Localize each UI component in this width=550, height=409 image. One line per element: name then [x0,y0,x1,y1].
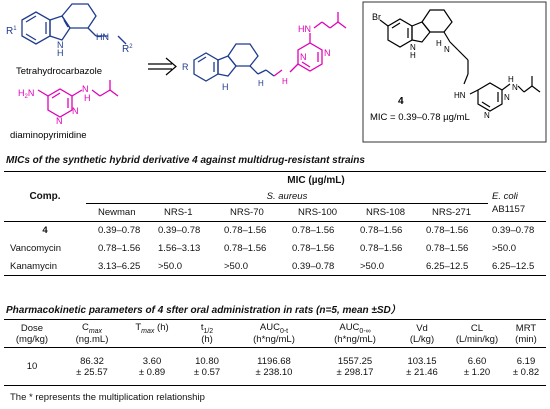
pk-dose: 10 [26,361,38,372]
row-name-kanamycin: Kanamycin [10,260,57,272]
header-dose: Dose(mg/kg) [15,322,49,345]
nh2-label-4: H [508,75,514,84]
strain-nrs271: NRS-271 [422,203,488,222]
diaminopyrimidine-structure [37,80,119,118]
table-cell: >50.0 [224,260,249,272]
mic-section-title: MICs of the synthetic hybrid derivative … [6,155,365,166]
header-cmax: Cmax(ng.mL) [75,321,109,346]
n-label-hybrid: N [324,48,331,58]
header-auc-0t: AUC0-t(h*ng/mL) [253,321,295,346]
diaminopyrimidine-label: diaminopyrimidine [10,130,87,141]
ecoli-strain: AB1157 [492,203,526,215]
chemical-scheme: R1 N H HN R2 Tetrahydrocarbazole H2N N N… [6,1,547,143]
table-cell: 0.78–1.56 [360,243,403,254]
header-tmax: Tmax (h) [135,321,169,335]
table-cell: 0.39–0.78 [492,225,535,237]
n2-label-hybrid: N [300,52,307,62]
table-cell: 0.39–0.78 [98,225,141,237]
table-cell: 0.78–1.56 [426,243,469,254]
pk-cmax: 86.32± 25.57 [76,355,108,378]
mic-table: Comp. MIC (µg/mL) S. aureus E. coli Newm… [4,171,546,276]
ecoli-header: E. coli [492,191,518,202]
header-auc-0inf: AUC0-∞(h*ng/mL) [334,321,376,346]
strain-nrs1: NRS-1 [154,203,220,222]
tetrahydrocarbazole-structure [21,3,127,45]
h-label-pyr: H [84,93,91,103]
r2-label: R2 [122,44,133,55]
header-thalf: t1/2(h) [200,321,214,346]
mic-header: MIC (µg/mL) [287,175,345,187]
n-label-4: N [444,45,450,54]
h-label-carbazole: H [57,48,64,58]
pk-table: Dose(mg/kg) Cmax(ng.mL) Tmax (h) t1/2(h)… [4,319,546,386]
strain-newman: Newman [86,203,154,222]
pk-thalf: 10.80± 0.57 [193,355,221,378]
header-cl: CL(L/min/kg) [455,322,499,345]
r-label-hybrid: R [182,62,189,72]
table-cell: >50.0 [360,260,385,272]
footnote: The * represents the multiplication rela… [10,392,205,403]
table-cell: 0.78–1.56 [224,225,267,237]
table-cell: 6.25–12.5 [492,260,535,272]
hn2-label-4: HN [454,91,466,100]
pk-section-title: Pharmacokinetic parameters of 4 ѕfter or… [6,305,401,316]
mic-label: MIC = 0.39–0.78 µg/mL [370,112,470,123]
pk-cl: 6.60± 1.20 [463,355,491,378]
n-label-pyr: N [56,116,63,126]
r1-label: R1 [6,26,17,37]
table-cell: 0.78–1.56 [426,225,469,237]
row-name-4: 4 [42,225,48,237]
table-cell: 0.78–1.56 [292,225,335,237]
nh-label-hybrid: HN [298,24,311,34]
strain-nrs70: NRS-70 [220,203,288,222]
table-cell: 0.78–1.56 [98,243,141,254]
strain-nrs108: NRS-108 [356,203,422,222]
table-cell: 6.25–12.5 [426,260,469,272]
table-cell: >50.0 [158,260,183,272]
table-cell: 0.78–1.56 [292,243,335,254]
hybrid-structure [193,12,347,82]
table-cell: >50.0 [492,243,517,254]
n-label-pyr2: N [72,106,79,116]
h3-label-hybrid: H [282,77,288,86]
comp-header: Comp. [29,191,61,202]
organism-header: S. aureus [266,190,308,202]
n4-label-4: N [512,83,518,92]
table-cell: 0.39–0.78 [158,225,201,237]
hn-label-4: H [436,39,442,48]
nh-label-carbazole: N [57,40,64,50]
pk-auc-0inf: 1557.25± 298.17 [336,355,374,378]
table-cell: 0.39–0.78 [292,260,335,272]
h-label-4: H [410,51,416,60]
compound-4-structure [379,9,541,112]
header-mrt: MRT(min) [515,322,537,345]
compound-number: 4 [398,96,404,107]
header-vd: Vd(L/kg) [409,322,435,345]
br-label: Br [372,12,381,22]
table-cell: 0.78–1.56 [360,225,403,237]
pk-mrt: 6.19± 0.82 [512,355,540,378]
nh-label-pyr: N [82,84,89,94]
compound-4-box [362,1,547,143]
pk-auc-0t: 1196.68± 238.10 [255,355,293,378]
table-cell: 3.13–6.25 [98,260,141,272]
tetrahydrocarbazole-label: Tetrahydrocarbazole [16,66,102,77]
hn2-label-hybrid: H [258,79,264,88]
n2-label-4: N [484,111,490,120]
strain-nrs100: NRS-100 [288,203,356,222]
hn-label-hybrid: H [222,82,229,92]
row-name-vancomycin: Vancomycin [10,243,62,254]
arrow-icon [148,57,177,76]
pk-vd: 103.15± 21.46 [406,355,438,378]
nh2-label: H2N [18,88,34,100]
table-cell: 0.78–1.56 [224,243,267,254]
nh-label-4: N [410,43,416,52]
pk-tmax: 3.60± 0.89 [138,355,166,378]
table-cell: 1.56–3.13 [158,243,201,254]
hn-label: HN [96,32,109,42]
n3-label-4: N [504,93,510,102]
